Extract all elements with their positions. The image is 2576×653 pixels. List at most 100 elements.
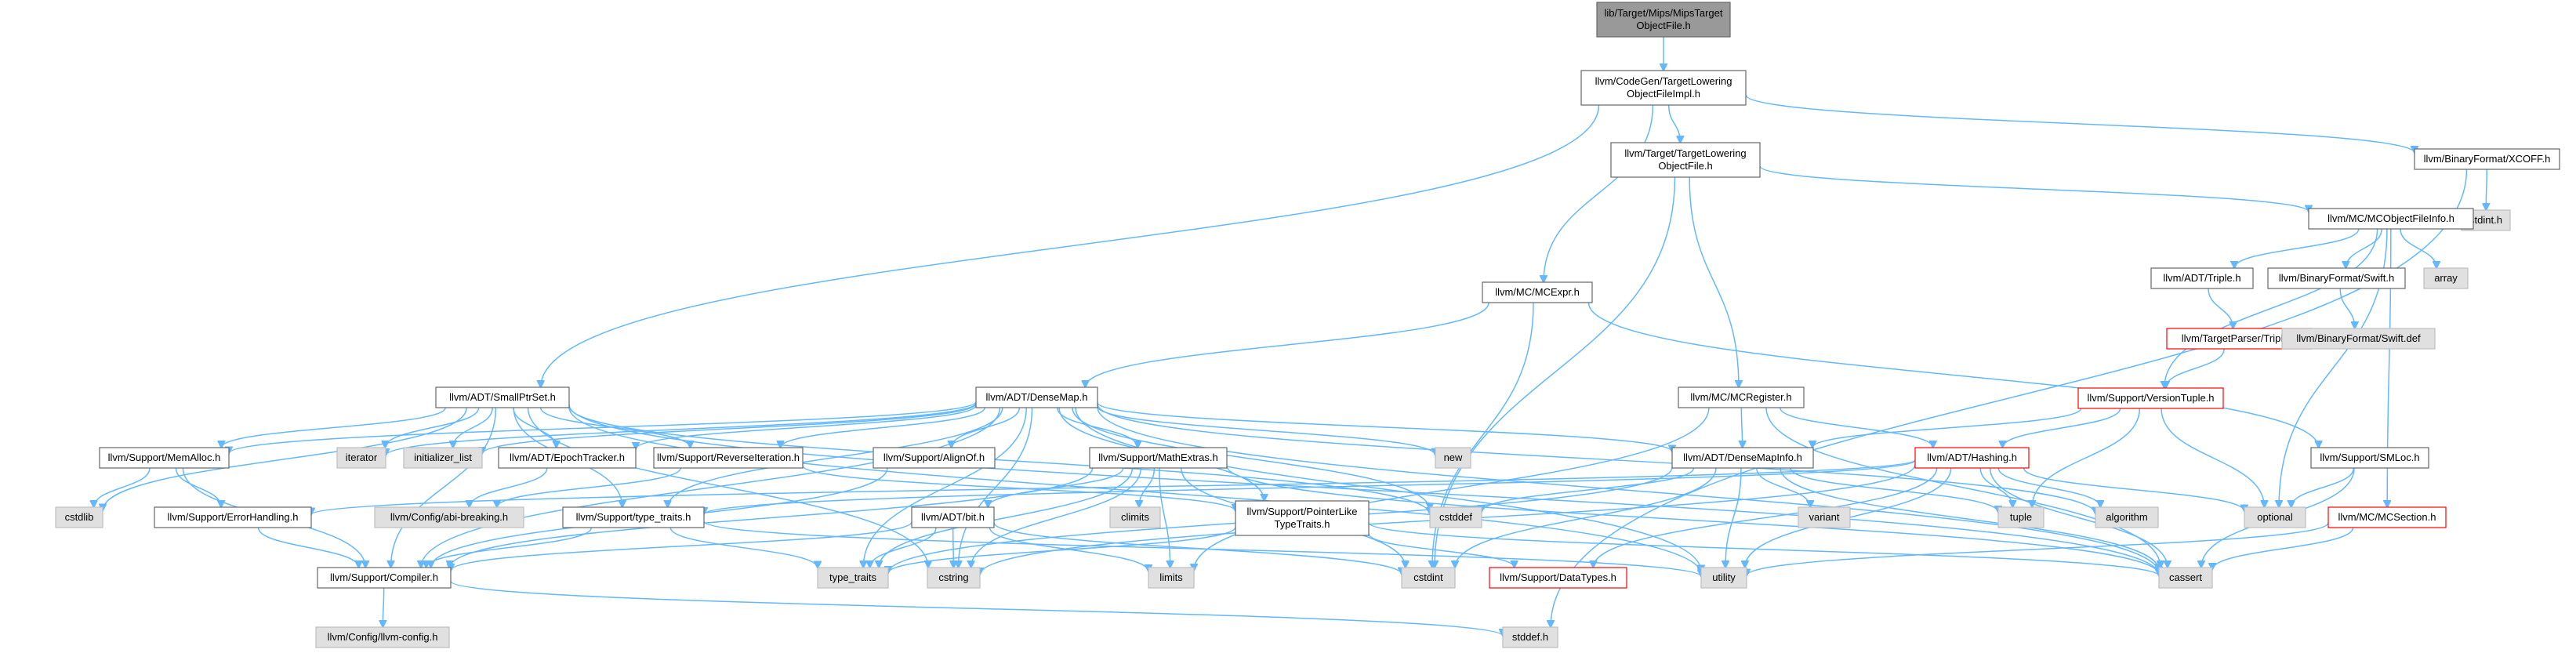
node-box-climits <box>1109 506 1161 528</box>
edge-densemap-to-algorithm <box>1097 404 2095 514</box>
node-label-adt_triple-0: llvm/ADT/Triple.h <box>2163 272 2240 284</box>
edge-tlofimpl-to-tlof <box>1667 104 1681 143</box>
edge-mcexpr-to-smloc <box>1587 302 2318 448</box>
node-cstdint: cstdint <box>1401 567 1456 589</box>
node-mcregister[interactable]: llvm/MC/MCRegister.h <box>1678 386 1805 408</box>
edge-mathextras-to-limits <box>1159 467 1170 568</box>
node-box-optional <box>2244 506 2306 528</box>
node-errorhandling[interactable]: llvm/Support/ErrorHandling.h <box>154 506 312 528</box>
edge-tlof-to-mcobjfileinfo <box>1759 165 2309 212</box>
node-smloc[interactable]: llvm/Support/SMLoc.h <box>2310 447 2429 469</box>
edge-densemap-to-memalloc <box>229 401 977 453</box>
edge-mathextras-to-cstring <box>971 467 1142 568</box>
node-box-utility <box>1700 567 1747 589</box>
node-adt_triple[interactable]: llvm/ADT/Triple.h <box>2150 267 2254 289</box>
edge-densemapinfo-to-utility <box>1725 467 1742 568</box>
edge-mathextras-to-type_traits <box>879 467 1134 568</box>
node-densemapinfo[interactable]: llvm/ADT/DenseMapInfo.h <box>1671 447 1814 469</box>
edge-xcoff-to-stddef_h <box>1551 169 2468 627</box>
edge-typetraits_h-to-compiler <box>426 527 593 568</box>
node-label-hashing-0: llvm/ADT/Hashing.h <box>1927 452 2017 463</box>
node-label-alignof-0: llvm/Support/AlignOf.h <box>883 452 985 463</box>
node-mathextras[interactable]: llvm/Support/MathExtras.h <box>1089 447 1228 469</box>
node-xcoff[interactable]: llvm/BinaryFormat/XCOFF.h <box>2414 148 2560 170</box>
node-label-adt_bit-0: llvm/ADT/bit.h <box>921 511 985 523</box>
node-tlofimpl[interactable]: llvm/CodeGen/TargetLoweringObjectFileImp… <box>1580 70 1747 106</box>
edge-adt_bit-to-cstring <box>953 527 954 568</box>
node-swift_def: llvm/BinaryFormat/Swift.def <box>2281 328 2436 350</box>
node-label-densemapinfo-0: llvm/ADT/DenseMapInfo.h <box>1683 452 1802 463</box>
node-box-mcsection <box>2327 506 2447 528</box>
node-box-stddef_h <box>1502 626 1558 648</box>
edge-hashing-to-errorhandling <box>311 459 1916 514</box>
node-box-limits <box>1148 567 1195 589</box>
node-box-tlof <box>1610 142 1761 178</box>
node-label-reverseiter-0: llvm/Support/ReverseIteration.h <box>657 452 800 463</box>
node-epochtracker[interactable]: llvm/ADT/EpochTracker.h <box>498 447 637 469</box>
node-label-cstdlib-0: cstdlib <box>65 511 94 523</box>
edge-hashing-to-algorithm <box>1997 467 2100 507</box>
node-label-climits-0: climits <box>1121 511 1150 523</box>
node-hashing[interactable]: llvm/ADT/Hashing.h <box>1914 447 2030 469</box>
node-datatypes[interactable]: llvm/Support/DataTypes.h <box>1489 567 1627 589</box>
edge-pointerlike-to-cassert <box>1368 522 2159 576</box>
node-box-smloc <box>2310 447 2429 469</box>
node-bf_swift[interactable]: llvm/BinaryFormat/Swift.h <box>2267 267 2406 289</box>
node-compiler[interactable]: llvm/Support/Compiler.h <box>317 567 452 589</box>
edge-densemap-to-compiler <box>421 407 1001 568</box>
node-label-initlist-0: initializer_list <box>414 452 472 463</box>
node-box-alignof <box>873 447 996 469</box>
node-label-stdint_h-0: stdint.h <box>2469 214 2502 226</box>
edge-densemap-to-utility <box>1075 407 1701 571</box>
node-reverseiter[interactable]: llvm/Support/ReverseIteration.h <box>653 447 804 469</box>
node-iterator: iterator <box>336 447 386 469</box>
node-mcsection[interactable]: llvm/MC/MCSection.h <box>2327 506 2447 528</box>
node-box-xcoff <box>2414 148 2560 170</box>
node-label-pointerlike-0: llvm/Support/PointerLike <box>1247 506 1358 517</box>
node-label-iterator-0: iterator <box>346 452 378 463</box>
node-box-mcexpr <box>1482 281 1593 303</box>
node-optional: optional <box>2244 506 2306 528</box>
node-abibreaking: llvm/Config/abi-breaking.h <box>374 506 524 528</box>
node-mcobjfileinfo[interactable]: llvm/MC/MCObjectFileInfo.h <box>2308 208 2474 230</box>
node-memalloc[interactable]: llvm/Support/MemAlloc.h <box>99 447 230 469</box>
node-label-limits-0: limits <box>1159 571 1183 583</box>
node-label-stddef_h-0: stddef.h <box>1512 631 1548 643</box>
node-box-pointerlike <box>1235 500 1370 536</box>
node-densemap[interactable]: llvm/ADT/DenseMap.h <box>975 386 1098 408</box>
node-adt_bit[interactable]: llvm/ADT/bit.h <box>911 506 995 528</box>
node-box-smallptrset <box>435 386 570 408</box>
edge-tlofimpl-to-smallptrset <box>541 104 1600 387</box>
edge-densemap-to-initlist <box>482 403 977 454</box>
node-box-cassert <box>2158 567 2213 589</box>
node-box-compiler <box>317 567 452 589</box>
edge-adt_triple-to-tp_triple <box>2208 288 2233 328</box>
node-label-variant-0: variant <box>1809 511 1839 523</box>
edge-mcexpr-to-densemap <box>1085 302 1489 387</box>
node-alignof[interactable]: llvm/Support/AlignOf.h <box>873 447 996 469</box>
node-box-adt_triple <box>2150 267 2254 289</box>
node-label-abibreaking-0: llvm/Config/abi-breaking.h <box>390 511 508 523</box>
node-typetraits_h[interactable]: llvm/Support/type_traits.h <box>562 506 705 528</box>
edge-bf_swift-to-swift_def <box>2339 288 2355 328</box>
edge-mcobjfileinfo-to-array <box>2400 228 2436 268</box>
node-mcexpr[interactable]: llvm/MC/MCExpr.h <box>1482 281 1593 303</box>
edge-mcregister-to-cassert <box>1765 407 2161 568</box>
node-smallptrset[interactable]: llvm/ADT/SmallPtrSet.h <box>435 386 570 408</box>
edge-smallptrset-to-iterator <box>385 407 480 448</box>
edge-tlof-to-mcregister <box>1689 176 1739 387</box>
node-label-pointerlike-1: TypeTraits.h <box>1274 518 1330 530</box>
node-versiontuple[interactable]: llvm/Support/VersionTuple.h <box>2077 387 2224 409</box>
node-box-datatypes <box>1489 567 1627 589</box>
edge-versiontuple-to-densemapinfo <box>1812 408 2082 448</box>
node-cstdlib: cstdlib <box>55 506 103 528</box>
node-label-tlofimpl-0: llvm/CodeGen/TargetLowering <box>1595 75 1732 87</box>
edge-typetraits_h-to-type_traits <box>669 527 818 568</box>
edge-memalloc-to-errorhandling <box>175 467 221 507</box>
edge-densemap-to-new <box>1097 405 1435 455</box>
edge-versiontuple-to-hashing <box>2003 408 2121 448</box>
node-limits: limits <box>1148 567 1195 589</box>
